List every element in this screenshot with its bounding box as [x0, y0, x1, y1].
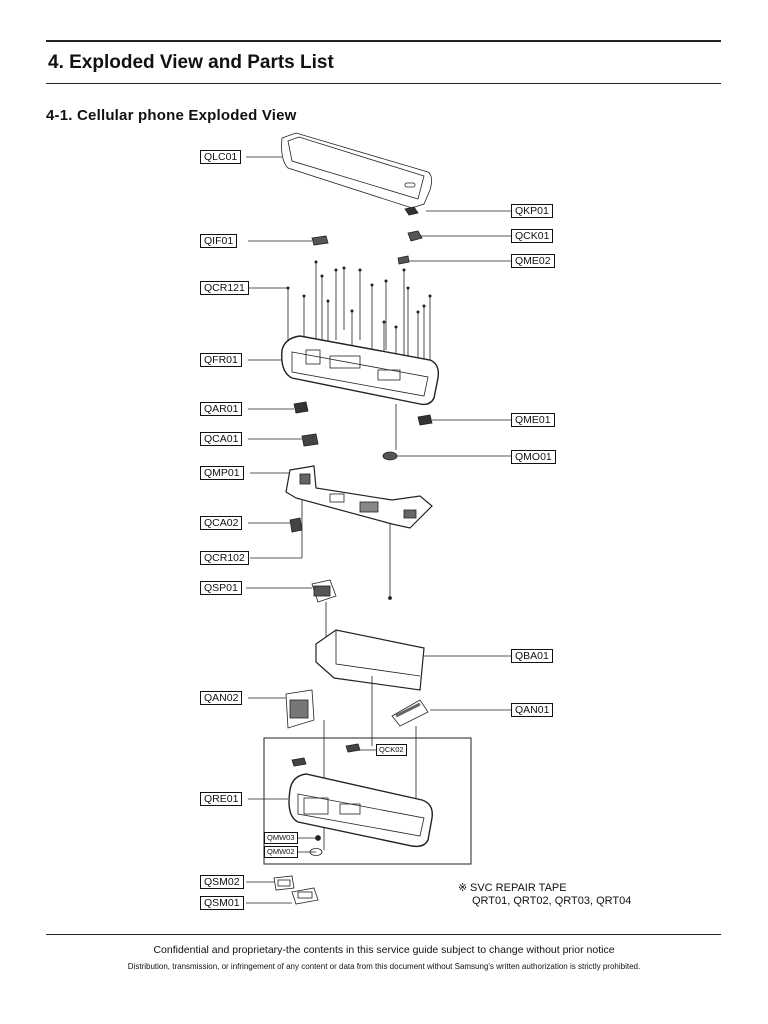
label-qmp01: QMP01 — [200, 466, 244, 480]
top-rule — [46, 40, 721, 42]
label-qsm02: QSM02 — [200, 875, 244, 889]
label-qre01: QRE01 — [200, 792, 243, 806]
label-qcr121: QCR121 — [200, 281, 249, 295]
label-qif01: QIF01 — [200, 234, 238, 248]
section-subtitle: 4-1. Cellular phone Exploded View — [46, 107, 297, 124]
label-qba01: QBA01 — [511, 649, 553, 663]
note-line-2: QRT01, QRT02, QRT03, QRT04 — [472, 895, 632, 907]
title-rule — [46, 83, 721, 84]
label-qan01: QAN01 — [511, 703, 554, 717]
label-qkp01: QKP01 — [511, 204, 553, 218]
label-qcr102: QCR102 — [200, 551, 249, 565]
footer-rule — [46, 934, 721, 935]
label-qsm01: QSM01 — [200, 896, 244, 910]
label-qck01: QCK01 — [511, 229, 554, 243]
label-qmo01: QMO01 — [511, 450, 556, 464]
label-qmw02: QMW02 — [264, 846, 298, 858]
label-qan02: QAN02 — [200, 691, 243, 705]
note-mark: ※ — [458, 882, 468, 894]
label-qmw03: QMW03 — [264, 832, 298, 844]
label-qca02: QCA02 — [200, 516, 243, 530]
page-title: 4. Exploded View and Parts List — [48, 52, 334, 73]
label-qme02: QME02 — [511, 254, 555, 268]
label-qfr01: QFR01 — [200, 353, 242, 367]
footer-confidential: Confidential and proprietary-the content… — [153, 944, 615, 956]
note-line-1: SVC REPAIR TAPE — [470, 882, 567, 894]
label-qca01: QCA01 — [200, 432, 243, 446]
label-qck02: QCK02 — [376, 744, 407, 756]
label-qlc01: QLC01 — [200, 150, 242, 164]
label-qme01: QME01 — [511, 413, 555, 427]
label-qsp01: QSP01 — [200, 581, 242, 595]
footer-distribution: Distribution, transmission, or infringem… — [127, 962, 641, 971]
label-qar01: QAR01 — [200, 402, 243, 416]
repair-tape-note: ※SVC REPAIR TAPE QRT01, QRT02, QRT03, QR… — [458, 882, 631, 908]
